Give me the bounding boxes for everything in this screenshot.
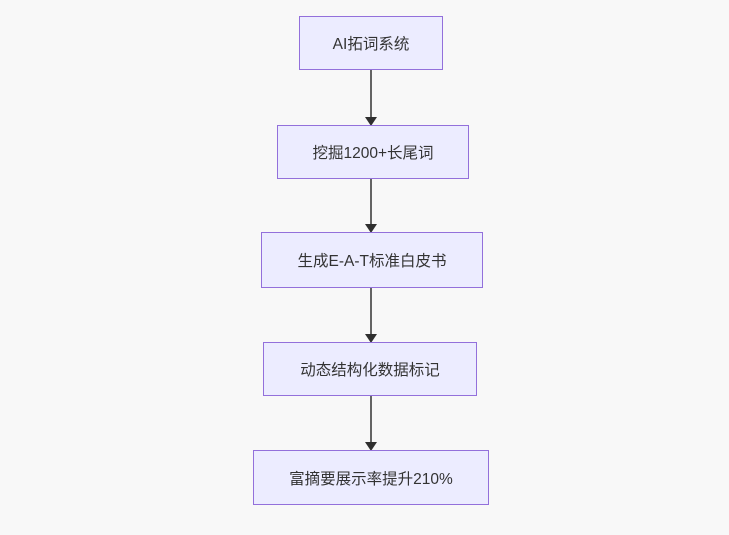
node-label: 挖掘1200+长尾词 [312, 145, 434, 162]
arrowhead-icon [365, 117, 377, 126]
node-label: 富摘要展示率提升210% [289, 470, 453, 488]
edge-line [370, 288, 372, 334]
node-label: 动态结构化数据标记 [300, 362, 440, 379]
flow-node-structured-data-markup: 动态结构化数据标记 [263, 342, 477, 396]
flow-edge-1 [364, 70, 378, 126]
arrowhead-icon [365, 224, 377, 233]
edge-line [370, 396, 372, 442]
node-label: AI拓词系统 [332, 36, 410, 53]
edge-line [370, 179, 372, 224]
arrowhead-icon [365, 442, 377, 451]
flow-node-longtail-keywords: 挖掘1200+长尾词 [277, 125, 469, 179]
flow-node-ai-word-expansion-system: AI拓词系统 [299, 16, 443, 70]
flow-node-eat-whitepaper: 生成E-A-T标准白皮书 [261, 232, 483, 288]
arrowhead-icon [365, 334, 377, 343]
flow-edge-3 [364, 288, 378, 343]
edge-line [370, 70, 372, 117]
flow-node-rich-snippet-rate: 富摘要展示率提升210% [253, 450, 489, 505]
node-label: 生成E-A-T标准白皮书 [297, 253, 447, 270]
flow-edge-2 [364, 179, 378, 233]
flow-edge-4 [364, 396, 378, 451]
